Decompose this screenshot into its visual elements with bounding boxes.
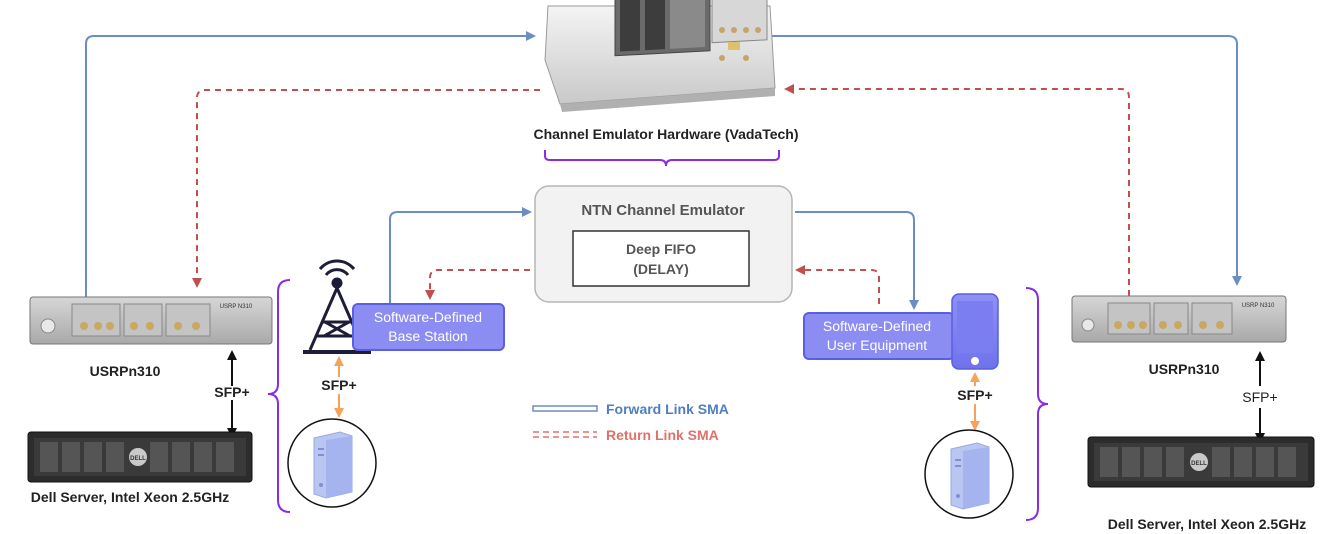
sfp-bs-label: SFP+ bbox=[321, 377, 356, 393]
legend: Forward Link SMA Return Link SMA bbox=[532, 401, 729, 443]
return-link-emulator-to-bs bbox=[425, 269, 530, 300]
legend-return-label: Return Link SMA bbox=[606, 427, 719, 443]
cell-tower-icon bbox=[303, 259, 371, 354]
legend-forward-label: Forward Link SMA bbox=[606, 401, 729, 417]
return-link-lines bbox=[192, 84, 1130, 304]
desktop-tower-icon-ue bbox=[924, 429, 1014, 519]
return-link-hw-to-left-usrp bbox=[192, 89, 540, 288]
deep-fifo-box bbox=[572, 230, 750, 287]
server-left-label: Dell Server, Intel Xeon 2.5GHz bbox=[31, 489, 229, 505]
user-equipment-label-line2: User Equipment bbox=[827, 337, 927, 353]
smartphone-icon bbox=[951, 293, 999, 370]
base-station-label-line2: Base Station bbox=[388, 328, 467, 344]
sfp-right-label: SFP+ bbox=[1242, 389, 1277, 405]
forward-link-bs-to-emulator bbox=[389, 207, 532, 305]
server-left-brand: DELL bbox=[130, 456, 146, 462]
usrp-left-label: USRPn310 bbox=[90, 363, 161, 379]
desktop-tower-icon-bs bbox=[287, 418, 377, 508]
return-link-right-usrp-to-hw bbox=[784, 84, 1130, 296]
forward-link-emulator-to-ue bbox=[795, 211, 919, 310]
legend-forward-swatch bbox=[532, 405, 598, 412]
server-right-icon: DELL bbox=[1087, 436, 1315, 488]
right-brace bbox=[1025, 287, 1049, 521]
left-brace bbox=[267, 279, 291, 513]
base-station-box bbox=[352, 303, 505, 351]
deep-fifo-label: Deep FIFO bbox=[626, 241, 696, 257]
ntn-emulator-title: NTN Channel Emulator bbox=[581, 202, 745, 219]
forward-link-left-usrp-to-hw bbox=[85, 31, 536, 300]
sfp-left-label: SFP+ bbox=[214, 384, 249, 400]
hw-bracket bbox=[544, 150, 780, 167]
server-left-icon: DELL bbox=[27, 431, 253, 483]
deep-fifo-delay-label: (DELAY) bbox=[633, 261, 689, 277]
server-right-brand: DELL bbox=[1191, 461, 1207, 467]
sfp-ue-label: SFP+ bbox=[957, 387, 992, 403]
usrp-left-brand: USRP N310 bbox=[220, 304, 253, 310]
forward-link-lines bbox=[85, 31, 1242, 310]
return-link-ue-to-emulator bbox=[795, 265, 880, 304]
server-right-label: Dell Server, Intel Xeon 2.5GHz bbox=[1108, 516, 1306, 532]
usrp-right-icon: USRP N310 bbox=[1071, 295, 1287, 343]
usrp-right-label: USRPn310 bbox=[1149, 361, 1220, 377]
usrp-left-icon: USRP N310 bbox=[29, 296, 273, 345]
base-station-label-line1: Software-Defined bbox=[374, 309, 482, 325]
usrp-right-brand: USRP N310 bbox=[1242, 303, 1275, 309]
user-equipment-label-line1: Software-Defined bbox=[823, 318, 931, 334]
forward-link-hw-to-right-usrp bbox=[765, 35, 1242, 286]
channel-emulator-hw-label: Channel Emulator Hardware (VadaTech) bbox=[533, 126, 798, 142]
rack-chassis-icon bbox=[544, 0, 776, 112]
